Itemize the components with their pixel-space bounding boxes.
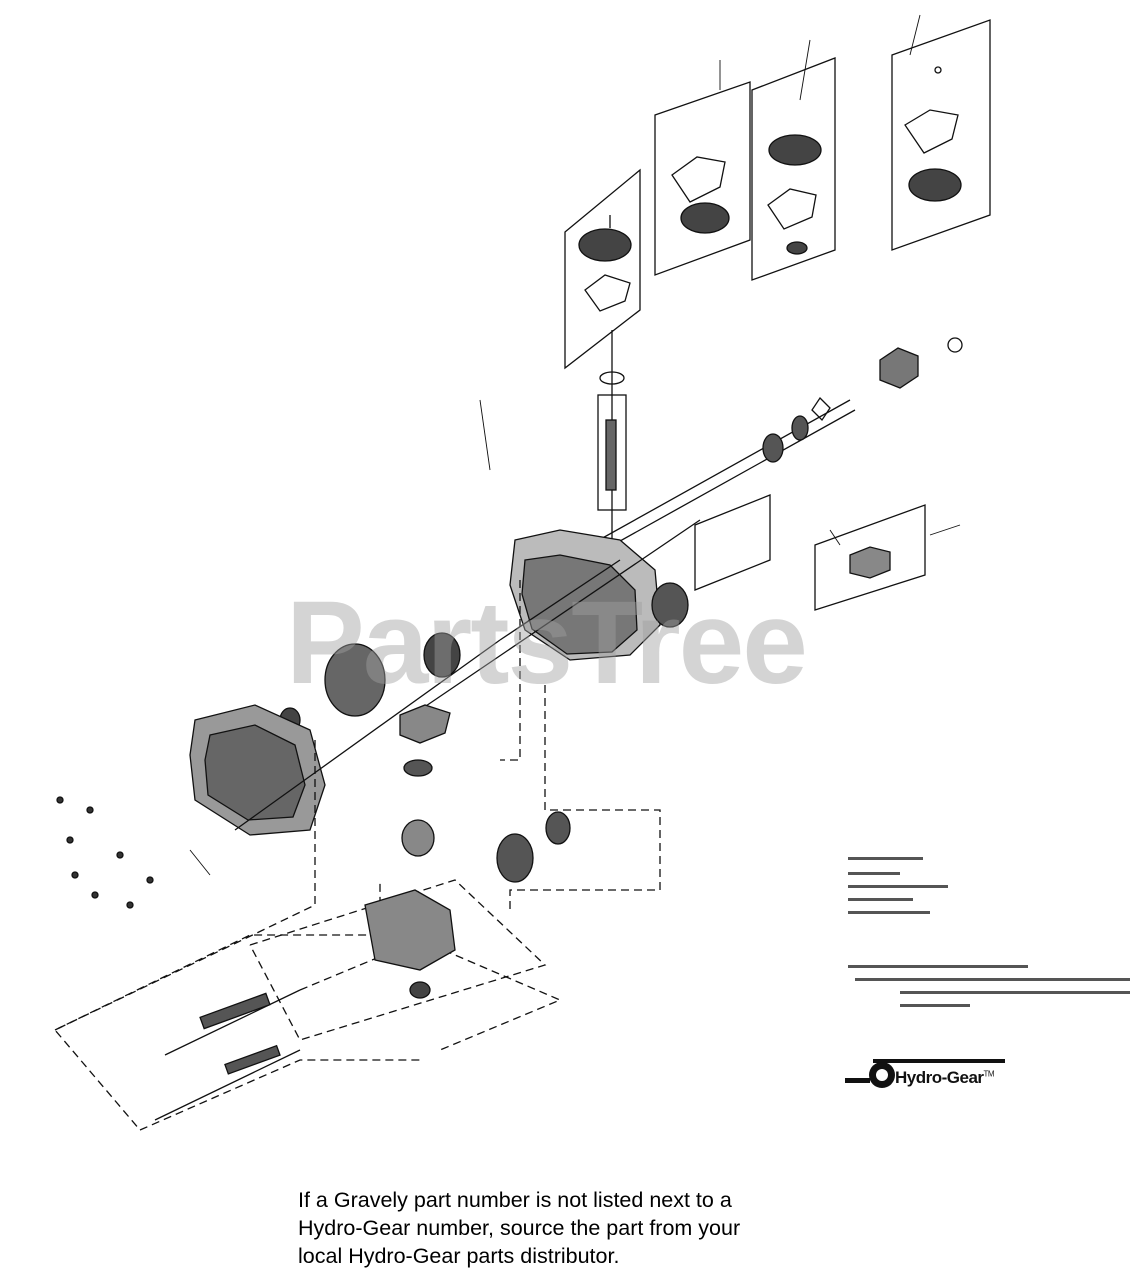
logo-brand: Hydro-Gear (895, 1068, 984, 1087)
logo-trademark: TM (983, 1069, 995, 1079)
hydro-gear-logo-mark (845, 1059, 1005, 1088)
footer-note: If a Gravely part number is not listed n… (298, 1186, 858, 1270)
fan-panel-1 (564, 168, 641, 370)
footer-note-line: local Hydro-Gear parts distributor. (298, 1244, 620, 1268)
footer-note-line: Hydro-Gear number, source the part from … (298, 1216, 741, 1240)
fan-panel-3 (751, 57, 836, 281)
fan-panel-2 (654, 81, 751, 276)
main-housing (509, 529, 661, 661)
fan-panel-4 (891, 19, 991, 251)
notes-legend (848, 857, 1130, 1007)
hydro-gear-logo-text: Hydro-GearTM (895, 1068, 995, 1088)
footer-note-line: If a Gravely part number is not listed n… (298, 1188, 732, 1212)
exploded-parts-diagram (53, 14, 1130, 1131)
end-cap-housing (189, 704, 326, 836)
